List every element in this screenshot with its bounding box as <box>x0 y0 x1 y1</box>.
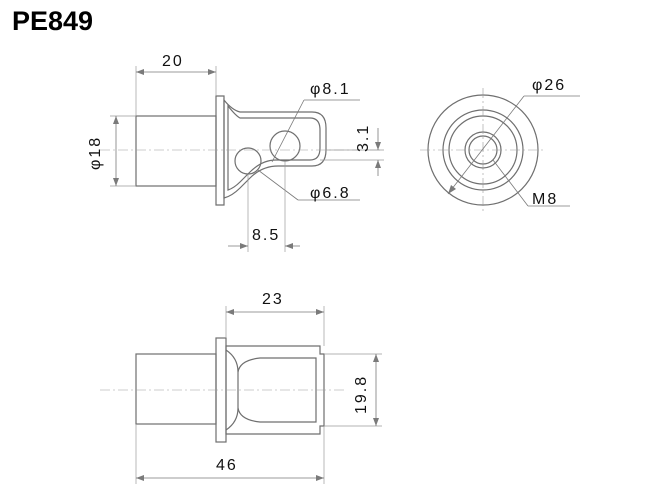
arrow-head <box>208 69 216 75</box>
arrow-head <box>113 178 119 186</box>
leader-outer <box>447 95 525 195</box>
dim-height-label: 19.8 <box>353 375 370 414</box>
arrow-head <box>373 418 379 426</box>
arrow-head <box>226 309 234 315</box>
arrow-head <box>375 160 381 168</box>
dim-length-label: 20 <box>162 53 184 70</box>
arrow-head <box>448 185 456 194</box>
bottom-view-curve <box>225 349 239 431</box>
dim-overall-label: 46 <box>216 457 238 474</box>
side-view-body <box>223 98 327 199</box>
arrow-head <box>113 116 119 124</box>
dim-offset-label: 3.1 <box>355 124 372 152</box>
arrow-head <box>240 243 248 249</box>
side-view-shaft <box>135 115 217 187</box>
dim-overall-top-label: 23 <box>262 291 284 308</box>
dim-thread-label: M8 <box>532 191 558 208</box>
bottom-view-shaft <box>135 353 217 425</box>
hole-small <box>234 147 262 175</box>
bottom-view: 23 19.8 46 <box>100 291 382 484</box>
leader-hole-large <box>271 99 305 163</box>
dim-outer-label: φ26 <box>532 77 566 94</box>
arrow-head <box>375 142 381 150</box>
side-view-body-inner <box>227 104 321 191</box>
leader-thread <box>492 159 529 207</box>
leader-hole-small <box>257 169 299 201</box>
arrow-head <box>316 309 324 315</box>
dim-spacing-label: 8.5 <box>252 227 280 244</box>
dim-hole-large-label: φ8.1 <box>310 81 351 98</box>
arrow-head <box>373 354 379 362</box>
end-view: φ26 M8 <box>420 77 580 212</box>
arrow-head <box>285 243 293 249</box>
dim-hole-small-label: φ6.8 <box>310 185 351 202</box>
arrow-head <box>136 475 144 481</box>
part-number-title: PE849 <box>12 6 93 36</box>
side-view: 20 φ18 φ8.1 3.1 φ6.8 8.5 <box>87 53 384 252</box>
arrow-head <box>316 475 324 481</box>
dim-diameter-label: φ18 <box>87 136 104 170</box>
side-view-flange <box>215 95 225 206</box>
arrow-head <box>136 69 144 75</box>
